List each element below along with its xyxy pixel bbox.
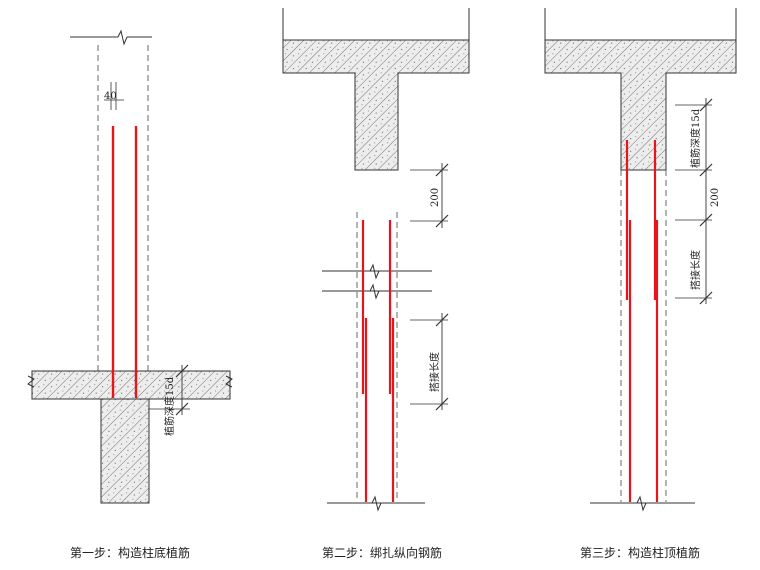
step-2-drawing: 200 搭接长度: [282, 8, 470, 512]
step-2-dim-label: 搭接长度: [428, 352, 441, 392]
step-1-caption: 第一步：构造柱底植筋: [70, 546, 191, 560]
step-1-dim-label: 植筋深度15d: [163, 376, 176, 436]
step-2-dim-200: 200: [430, 188, 441, 207]
step-1-wall: [100, 398, 150, 504]
step-3-drawing: 植筋深度15d 200 搭接长度: [544, 8, 737, 512]
step-1-dim-40: 40: [104, 91, 117, 102]
step-1-drawing: 40 植筋深度15d: [27, 29, 233, 504]
step-2-slab: [282, 39, 470, 171]
step-3-dim-200: 200: [710, 188, 721, 207]
step-1-beam: [31, 370, 231, 400]
step-3-dim-label-bottom: 搭接长度: [689, 250, 702, 290]
step-3-dim-label-top: 植筋深度15d: [689, 108, 702, 168]
step-2-caption: 第二步：绑扎纵向钢筋: [322, 546, 443, 560]
step-3-caption: 第三步：构造柱顶植筋: [580, 546, 701, 560]
